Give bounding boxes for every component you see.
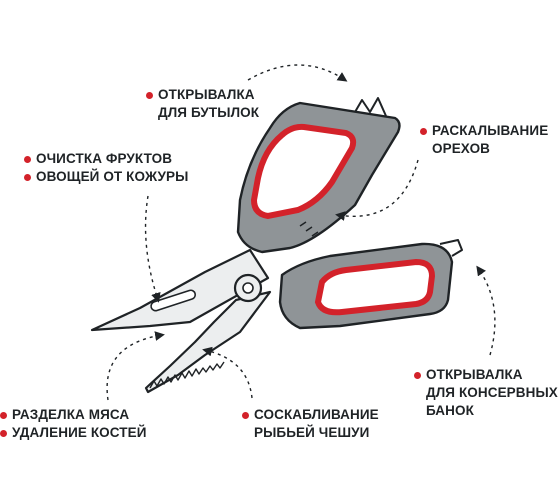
arrow-fish-scaling <box>202 346 253 399</box>
callout-text: БАНОК <box>426 403 474 418</box>
callout-meat-cutting: РАЗДЕЛКА МЯСА УДАЛЕНИЕ КОСТЕЙ <box>0 406 147 442</box>
bullet-dot <box>146 92 153 99</box>
lower-handle-grip <box>314 258 436 316</box>
callout-text: ОЧИСТКА ФРУКТОВ <box>36 151 173 166</box>
lower-handle <box>278 239 463 330</box>
bullet-dot <box>24 156 31 163</box>
callout-text: СОСКАБЛИВАНИЕ <box>254 407 379 422</box>
peeler-slot <box>150 289 197 312</box>
nut-cracker-ridges <box>299 221 319 237</box>
arrow-bottle-opener <box>247 64 348 82</box>
bullet-dot <box>0 430 7 437</box>
pivot-screw <box>233 273 263 303</box>
callout-can-opener: ОТКРЫВАЛКА ДЛЯ КОНСЕРВНЫХ БАНОК <box>414 366 558 420</box>
bottle-opener-teeth <box>354 97 387 117</box>
upper-handle-grip <box>250 123 357 220</box>
arrow-meat-cutting <box>106 331 165 401</box>
callout-text: ДЛЯ КОНСЕРВНЫХ <box>426 385 558 400</box>
callout-arrows <box>106 64 496 401</box>
callout-nut-cracking: РАСКАЛЫВАНИЕ ОРЕХОВ <box>420 122 549 158</box>
callout-fish-scaling: СОСКАБЛИВАНИЕ РЫБЬЕЙ ЧЕШУИ <box>242 406 379 442</box>
callout-text: РАЗДЕЛКА МЯСА <box>12 407 130 422</box>
callout-text: ОРЕХОВ <box>432 141 491 156</box>
bullet-dot <box>414 372 421 379</box>
bullet-dot <box>242 412 249 419</box>
callout-text: ОТКРЫВАЛКА <box>426 367 523 382</box>
callout-text: УДАЛЕНИЕ КОСТЕЙ <box>12 425 147 440</box>
callout-text: ОТКРЫВАЛКА <box>158 87 255 102</box>
bullet-dot <box>0 412 7 419</box>
can-opener-hook <box>439 239 463 257</box>
arrow-peeling <box>144 195 161 303</box>
callout-text: ОВОЩЕЙ ОТ КОЖУРЫ <box>36 169 189 184</box>
upper-handle <box>236 97 401 254</box>
serrated-edge <box>149 361 225 389</box>
callout-peeling: ОЧИСТКА ФРУКТОВ ОВОЩЕЙ ОТ КОЖУРЫ <box>24 150 189 186</box>
lower-blade <box>144 290 272 394</box>
callout-text: РЫБЬЕЙ ЧЕШУИ <box>254 425 370 440</box>
callout-text: ДЛЯ БУТЫЛОК <box>158 105 260 120</box>
bullet-dot <box>24 174 31 181</box>
bullet-dot <box>420 128 427 135</box>
callout-text: РАСКАЛЫВАНИЕ <box>432 123 549 138</box>
callout-bottle-opener: ОТКРЫВАЛКА ДЛЯ БУТЫЛОК <box>146 86 260 122</box>
arrow-can-opener <box>476 265 496 356</box>
